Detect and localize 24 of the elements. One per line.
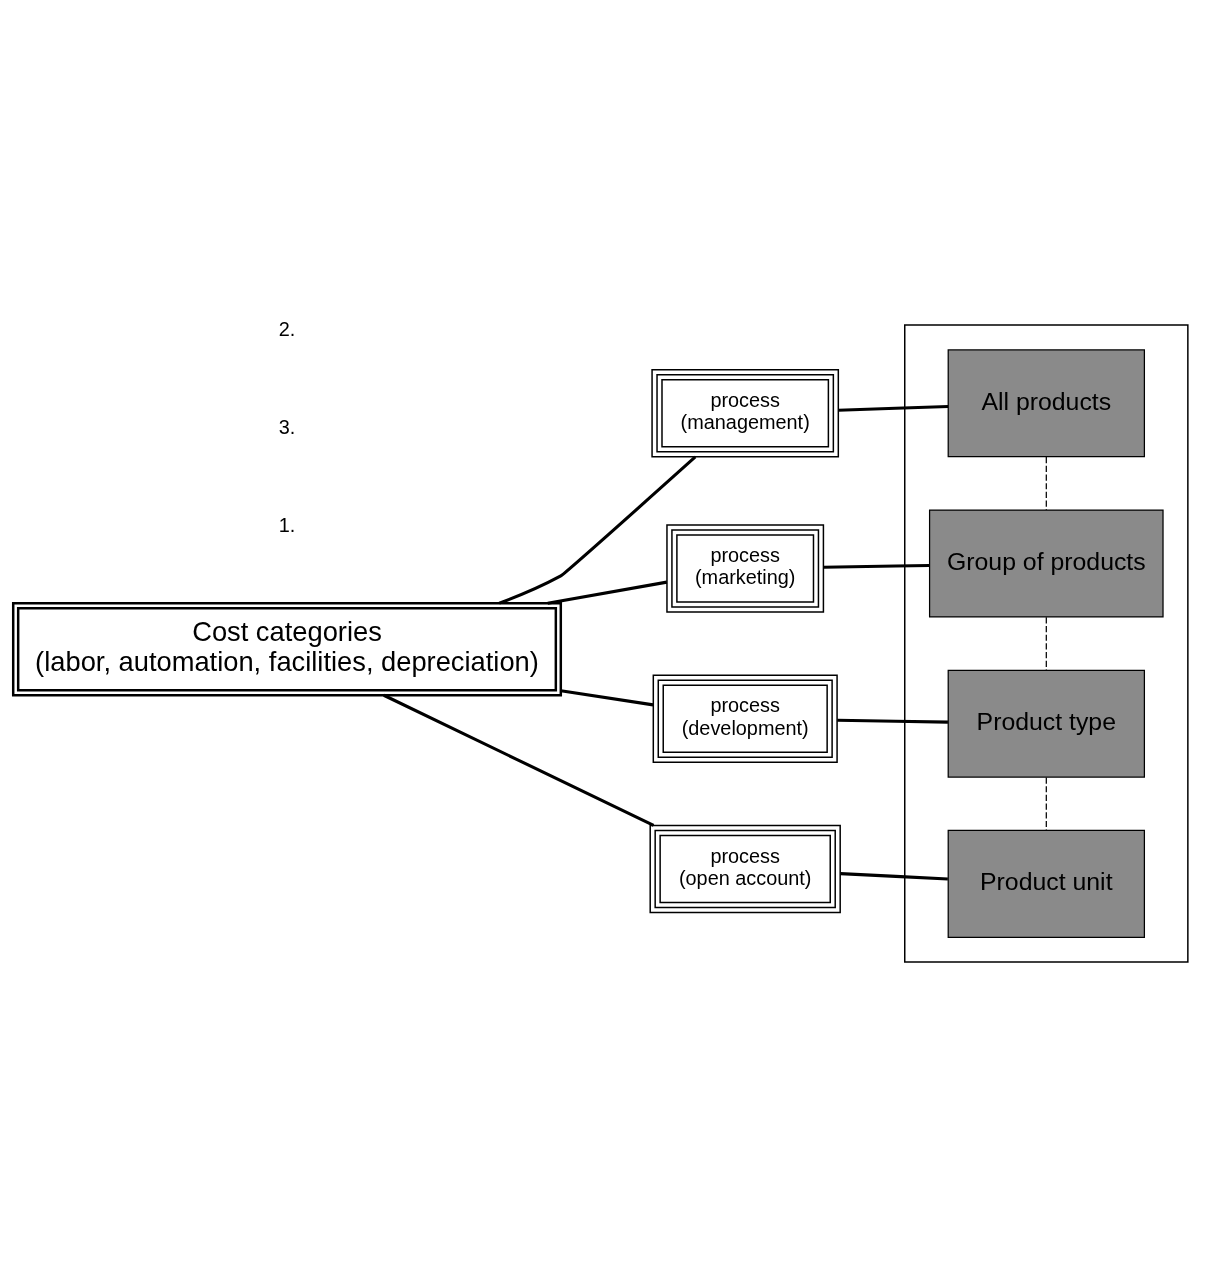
label: 1. xyxy=(278,514,296,537)
connector xyxy=(547,580,668,605)
node-box: process (open account) xyxy=(649,824,841,914)
connector xyxy=(823,563,930,569)
node-box: Cost categories (labor, automation, facilities, depreciation) xyxy=(11,602,563,697)
node-box: Group of products xyxy=(928,509,1164,618)
label: 2. xyxy=(278,318,296,341)
node-box: process (management) xyxy=(651,369,840,458)
connector xyxy=(498,455,697,605)
node-box: Product type xyxy=(947,669,1145,778)
connector xyxy=(1045,456,1047,511)
node-box: process (marketing) xyxy=(666,524,825,613)
label: 3. xyxy=(278,416,296,439)
connector xyxy=(838,405,949,412)
node-box: Product unit xyxy=(947,829,1145,938)
connector xyxy=(560,689,654,707)
connector xyxy=(1045,616,1047,671)
connector xyxy=(383,693,655,827)
node-box: All products xyxy=(947,349,1145,458)
connector xyxy=(1045,776,1047,831)
cluster xyxy=(904,324,1189,963)
connector xyxy=(840,872,948,881)
connector xyxy=(837,718,948,724)
node-box: process (development) xyxy=(652,674,838,763)
